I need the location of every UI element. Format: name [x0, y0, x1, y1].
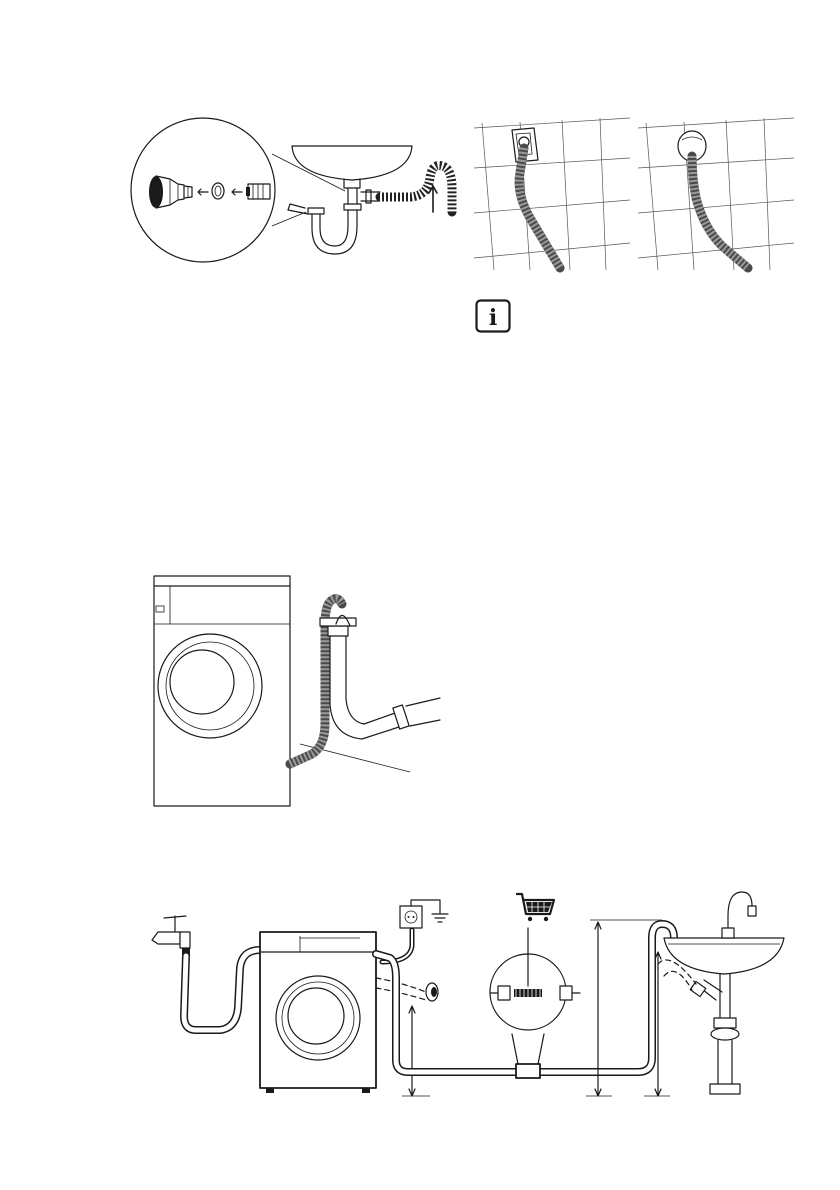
standpipe-drain-figure	[150, 574, 450, 814]
siphon	[288, 188, 380, 254]
installation-overview-figure	[150, 888, 790, 1103]
wall-drain-round-figure	[636, 118, 796, 276]
coupling-magnifier	[490, 928, 580, 1064]
hose-adapter-detail	[149, 176, 270, 208]
power-socket-icon	[400, 906, 422, 928]
info-icon: i	[475, 299, 511, 333]
wall-drain-square-figure	[472, 118, 632, 276]
height-dimension-left	[402, 1006, 430, 1096]
hose-extension-coupling	[516, 1064, 540, 1078]
washing-machine	[260, 932, 376, 1093]
sink-bowl	[292, 146, 412, 188]
drain-connector-icon	[426, 983, 438, 1001]
sink-siphon-figure	[130, 108, 460, 273]
info-glyph: i	[489, 305, 497, 331]
washing-machine-cutaway	[154, 576, 290, 806]
sink-with-siphon	[658, 892, 784, 1094]
shopping-cart-icon	[516, 894, 554, 921]
tile-grid	[638, 118, 794, 270]
water-tap-icon	[152, 916, 190, 956]
standpipe	[320, 615, 440, 739]
